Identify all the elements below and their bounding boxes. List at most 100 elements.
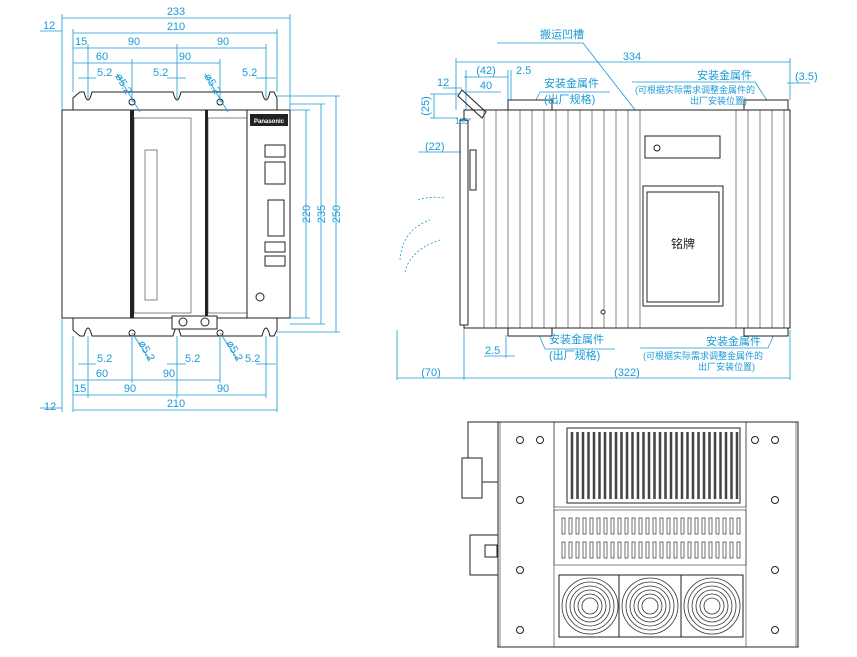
vent-slot	[736, 541, 741, 559]
dim-15-bottom: 15	[74, 383, 86, 395]
vent-slot	[659, 541, 664, 559]
vent-slot	[701, 541, 706, 559]
dim-250: 250	[331, 205, 343, 223]
front-view: Panasonic	[40, 6, 810, 413]
vent-slot	[582, 517, 587, 535]
dim-334: 334	[623, 51, 641, 63]
fan-guard-ring	[565, 581, 615, 631]
fan-guard-ring	[637, 593, 663, 619]
vent-slot	[673, 517, 678, 535]
dim-3.5: (3.5)	[795, 71, 818, 83]
vent-slot	[659, 517, 664, 535]
dim-12-top: 12	[43, 20, 55, 32]
dim-235: 235	[316, 205, 328, 223]
vent-slot	[722, 517, 727, 535]
dim-220: 220	[301, 205, 313, 223]
bracket-bottom-right-sub2: 出厂安装位置)	[698, 361, 755, 372]
vent-slot	[666, 541, 671, 559]
vent-slot	[596, 517, 601, 535]
vent-slot	[568, 541, 573, 559]
dim-90b-bottom: 90	[217, 383, 229, 395]
vent-slot	[575, 517, 580, 535]
bracket-top-right-title: 安装金属件	[697, 68, 752, 82]
nameplate	[646, 191, 720, 303]
dim-25: (25)	[420, 96, 432, 116]
dim-60-top: 60	[96, 51, 108, 63]
fan-guard-ring	[633, 589, 667, 623]
screw-icon	[771, 626, 779, 634]
dim-42: (42)	[476, 65, 496, 77]
bracket-top-left-sub: (出厂规格)	[544, 92, 595, 106]
vent-slot	[715, 541, 720, 559]
dim-210-bottom: 210	[167, 398, 185, 410]
vent-slot	[729, 517, 734, 535]
vent-slot	[575, 541, 580, 559]
dim-hole-a-bottom: ø5.2	[135, 339, 156, 364]
fan-guard-ring	[629, 585, 671, 627]
vent-slot	[617, 517, 622, 535]
bracket-bottom-right-title: 安装金属件	[706, 334, 761, 348]
nameplate-label: 铭牌	[671, 236, 695, 251]
bracket-top-left-title: 安装金属件	[544, 76, 599, 90]
vent-slot	[603, 541, 608, 559]
fan-guard-ring	[569, 585, 611, 627]
vent-slot	[708, 541, 713, 559]
fan-guard-ring	[577, 593, 603, 619]
vent-slot	[631, 517, 636, 535]
dim-12-bottom: 12	[44, 401, 56, 413]
fan-housing	[618, 574, 682, 638]
dim-2.5-top: 2.5	[516, 65, 531, 77]
vent-slot	[638, 541, 643, 559]
vent-slot	[673, 541, 678, 559]
vent-slot	[715, 517, 720, 535]
vent-slot	[652, 541, 657, 559]
dim-210-top: 210	[167, 21, 185, 33]
bracket-bottom-left-title: 安装金属件	[549, 332, 604, 346]
vent-slot	[610, 517, 615, 535]
dim-hole-b-bottom: ø5.2	[223, 339, 244, 364]
fan-guard-ring	[581, 597, 599, 615]
dim-60-bottom: 60	[96, 368, 108, 380]
fan-guard-ring	[687, 581, 737, 631]
fan-guard-ring	[625, 581, 675, 631]
vent-slot	[624, 541, 629, 559]
vent-slot	[666, 517, 671, 535]
bottom-view	[461, 421, 799, 648]
screw-icon	[516, 496, 524, 504]
fan-housing	[558, 574, 622, 638]
vent-slot	[561, 517, 566, 535]
screw-icon	[771, 496, 779, 504]
screw-icon	[771, 436, 779, 444]
vent-slot	[589, 517, 594, 535]
vent-slot	[596, 541, 601, 559]
dim-90a-bottom: 90	[124, 383, 136, 395]
screw-icon	[536, 436, 544, 444]
dim-5.2b-bottom: 5.2	[185, 353, 200, 365]
dim-322: (322)	[614, 367, 640, 379]
vent-slot	[561, 541, 566, 559]
fan-guard-ring	[561, 577, 619, 635]
fan-guard-ring	[699, 593, 725, 619]
vent-slot	[680, 541, 685, 559]
side-view: 铭牌 搬运凹槽 334 (42) 2.5 12 40 (3.5) (25) (2…	[420, 27, 818, 379]
vent-slot	[736, 517, 741, 535]
vent-slot	[645, 541, 650, 559]
vent-slot	[694, 541, 699, 559]
dim-90a-top: 90	[128, 36, 140, 48]
screw-icon	[771, 566, 779, 574]
vent-slot	[645, 517, 650, 535]
fan-guard-ring	[691, 585, 733, 627]
dim-90c-bottom: 90	[163, 368, 175, 380]
vent-slot	[603, 517, 608, 535]
dim-90b-top: 90	[217, 36, 229, 48]
bracket-top-right-sub2: 出厂安装位置)	[690, 95, 747, 106]
vent-slot	[582, 541, 587, 559]
bracket-top-right-sub1: (可根据实际需求调整金属件的	[635, 84, 755, 95]
vent-slot	[708, 517, 713, 535]
vent-slot	[694, 517, 699, 535]
dim-70: (70)	[421, 367, 441, 379]
vent-slot	[617, 541, 622, 559]
vent-slot	[610, 541, 615, 559]
screw-icon	[516, 626, 524, 634]
